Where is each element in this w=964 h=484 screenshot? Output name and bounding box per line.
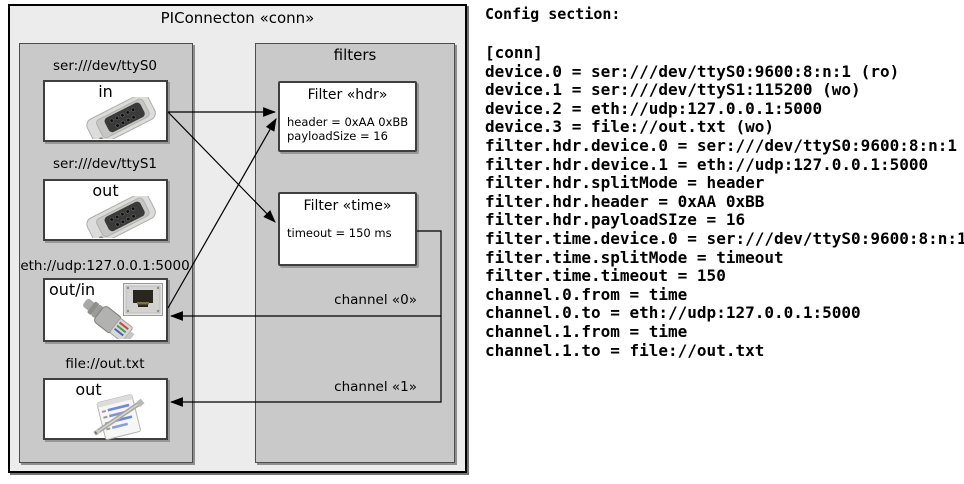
- filter-prop: header = 0xAA 0xBB: [287, 115, 409, 129]
- device-box-label: out/in: [49, 280, 96, 299]
- filter-prop: timeout = 150 ms: [287, 226, 392, 240]
- config-line: filter.hdr.payloadSIze = 16: [485, 210, 746, 230]
- device-label-file: file://out.txt: [65, 356, 145, 372]
- config-line: channel.1.to = file://out.txt: [485, 340, 765, 360]
- config-line: device.2 = eth://udp:127.0.0.1:5000: [485, 98, 823, 118]
- filter-box-time: Filter «time» timeout = 150 ms: [278, 192, 417, 266]
- filter-title: Filter «hdr»: [307, 87, 388, 103]
- config-line: filter.time.device.0 = ser:///dev/ttyS0:…: [485, 228, 964, 248]
- filter-prop: payloadSize = 16: [287, 128, 388, 143]
- config-line: device.0 = ser:///dev/ttyS0:9600:8:n:1 (…: [485, 61, 900, 81]
- device-box-label: out: [92, 181, 119, 200]
- config-section: Config section: [conn]device.0 = ser:///…: [485, 5, 964, 359]
- device-box-file: out: [43, 378, 168, 440]
- config-line: channel.1.from = time: [485, 321, 688, 341]
- config-line: [conn]: [485, 43, 543, 62]
- device-label-ttyS0: ser:///dev/ttyS0: [53, 58, 157, 74]
- config-line: filter.hdr.splitMode = header: [485, 173, 765, 193]
- serial-connector-icon: [86, 196, 156, 238]
- filter-box-hdr: Filter «hdr» header = 0xAA 0xBB payloadS…: [278, 81, 417, 152]
- channel-0-label: channel «0»: [334, 292, 417, 308]
- filter-title: Filter «time»: [303, 198, 392, 214]
- config-heading: Config section:: [485, 5, 621, 23]
- config-line: filter.time.timeout = 150: [485, 266, 726, 286]
- config-line: device.1 = ser:///dev/ttyS1:115200 (wo): [485, 80, 861, 100]
- config-line: filter.hdr.device.0 = ser:///dev/ttyS0:9…: [485, 135, 958, 155]
- device-label-ttyS1: ser:///dev/ttyS1: [53, 156, 157, 172]
- device-label-eth: eth://udp:127.0.0.1:5000: [20, 258, 190, 274]
- device-box-label: out: [75, 380, 102, 399]
- config-line: filter.hdr.device.1 = eth://udp:127.0.0.…: [485, 154, 929, 174]
- config-line: channel.0.to = eth://udp:127.0.0.1:5000: [485, 303, 861, 323]
- device-box-ttyS0: in: [43, 80, 168, 142]
- config-line: channel.0.from = time: [485, 284, 688, 304]
- serial-connector-icon: [86, 97, 156, 139]
- device-box-eth: out/in: [43, 278, 168, 342]
- diagram-title: PIConnecton «conn»: [160, 9, 315, 27]
- device-box-label: in: [98, 82, 113, 101]
- config-line: device.3 = file://out.txt (wo): [485, 117, 774, 137]
- config-line: filter.hdr.header = 0xAA 0xBB: [485, 191, 765, 211]
- channel-1-label: channel «1»: [334, 379, 417, 395]
- ethernet-plug-icon: [83, 299, 135, 339]
- config-lines: [conn]device.0 = ser:///dev/ttyS0:9600:8…: [485, 43, 964, 360]
- config-line: filter.time.splitMode = timeout: [485, 247, 784, 267]
- device-box-ttyS1: out: [43, 179, 168, 241]
- notepad-pen-icon: [93, 394, 145, 440]
- ethernet-port-icon: [123, 283, 163, 316]
- filters-panel-title: filters: [333, 46, 377, 64]
